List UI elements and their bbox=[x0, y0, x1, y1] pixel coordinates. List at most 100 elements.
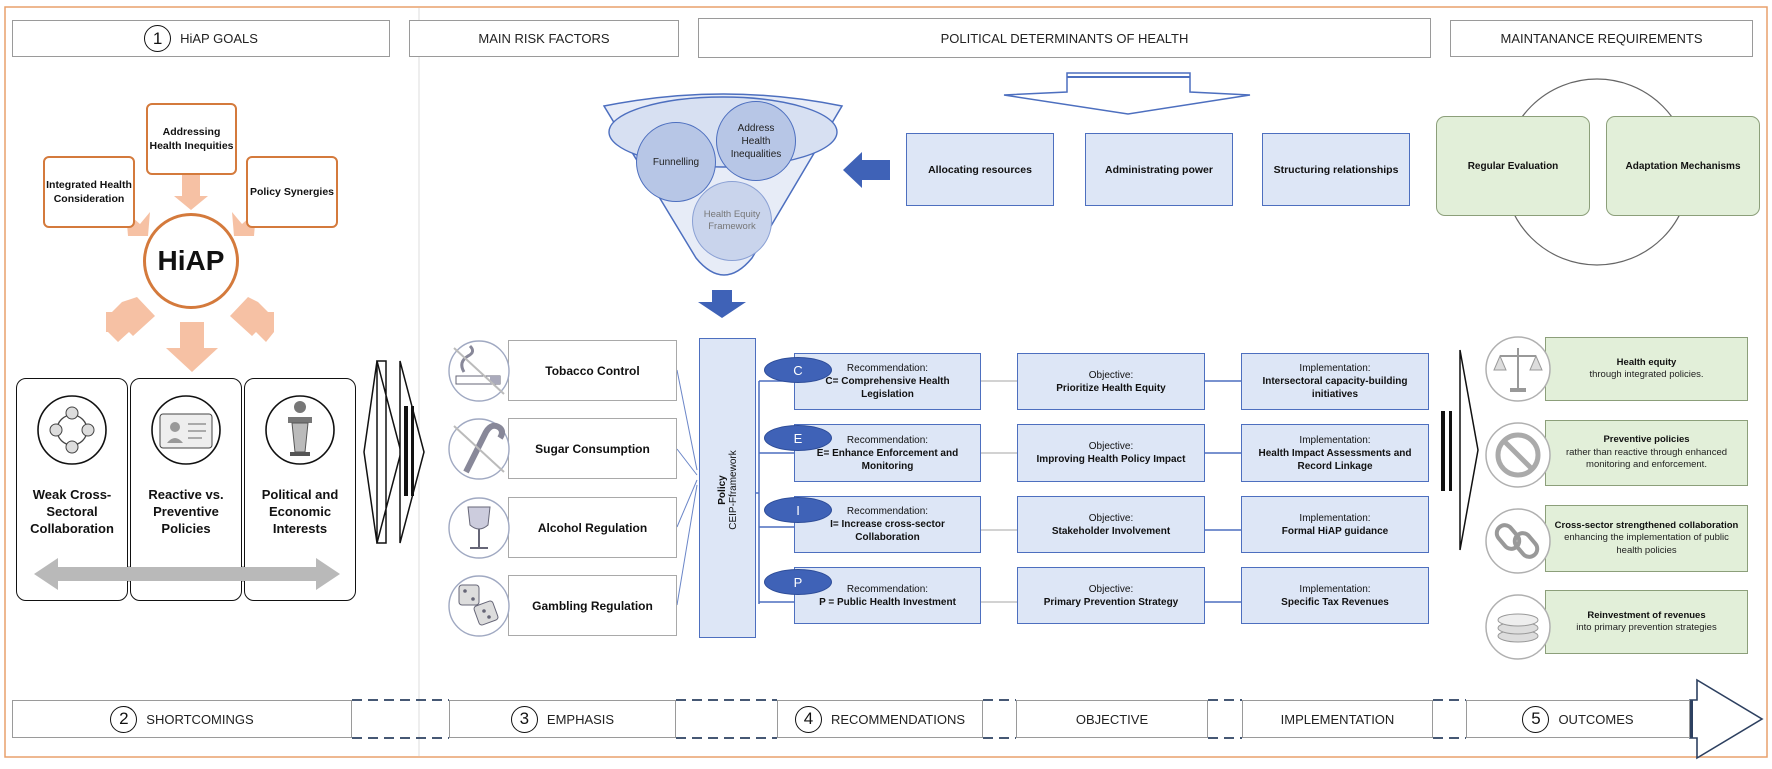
footer-recommendations: 4 RECOMMENDATIONS bbox=[777, 700, 983, 738]
policy-subtitle: CEIP-Fframework bbox=[728, 450, 739, 530]
pdh-structuring-relationships: Structuring relationships bbox=[1262, 133, 1410, 206]
outcome-title: Reinvestment of revenues bbox=[1587, 609, 1706, 621]
imp-label: Implementation: bbox=[1299, 434, 1371, 446]
footer-label: SHORTCOMINGS bbox=[146, 711, 254, 727]
shortcoming-reactive-policies: Reactive vs. Preventive Policies bbox=[130, 378, 242, 601]
footer-implementation: IMPLEMENTATION bbox=[1242, 700, 1433, 738]
outcome-health-equity: Health equity through integrated policie… bbox=[1545, 337, 1748, 401]
footer-label: RECOMMENDATIONS bbox=[830, 711, 966, 727]
outcome-text: through integrated policies. bbox=[1589, 369, 1704, 380]
policy-title: Policy bbox=[717, 475, 728, 505]
policy-framework-bar: Policy CEIP-Fframework bbox=[699, 338, 756, 638]
letter-badge-c: C bbox=[764, 357, 832, 383]
big-arrow-right-down-icon bbox=[230, 297, 274, 342]
outcome-text: enhancing the implementation of public h… bbox=[1564, 532, 1729, 556]
objective-i: Objective: Stakeholder Involvement bbox=[1017, 496, 1205, 553]
imp-label: Implementation: bbox=[1299, 583, 1371, 595]
arrow-down-icon bbox=[174, 174, 208, 210]
funnel-circle-health-equity: Health Equity Framework bbox=[692, 181, 772, 261]
candy-cane-icon bbox=[448, 418, 510, 480]
obj-value: Improving Health Policy Impact bbox=[1036, 454, 1186, 465]
block-arrow-down-icon bbox=[1003, 72, 1251, 115]
footer-arrow-icon bbox=[1689, 678, 1764, 760]
obj-label: Objective: bbox=[1088, 441, 1134, 452]
obj-label: Objective: bbox=[1088, 583, 1134, 595]
outer-frame bbox=[4, 6, 1768, 758]
policy-label: Policy CEIP-Fframework bbox=[717, 340, 739, 640]
obj-value: Stakeholder Involvement bbox=[1051, 525, 1171, 537]
footer-emphasis: 3 EMPHASIS bbox=[449, 700, 676, 738]
outcome-title: Cross-sector strengthened collaboration bbox=[1554, 519, 1739, 531]
footer-shortcomings: 2 SHORTCOMINGS bbox=[12, 700, 352, 738]
maintenance-adaptation-mechanisms: Adaptation Mechanisms bbox=[1606, 116, 1760, 216]
footer-outcomes: 5 OUTCOMES bbox=[1466, 700, 1690, 738]
objective-p: Objective: Primary Prevention Strategy bbox=[1017, 567, 1205, 624]
step-number: 1 bbox=[144, 25, 172, 52]
header-label: HiAP GOALS bbox=[180, 31, 258, 46]
footer-label: EMPHASIS bbox=[546, 711, 615, 727]
pdh-left-arrow-icon bbox=[843, 152, 890, 188]
implementation-c: Implementation: Intersectoral capacity-b… bbox=[1241, 353, 1429, 410]
rec-label: Recommendation: bbox=[846, 583, 929, 595]
goal-addressing-health-inequities: Addressing Health Inequities bbox=[146, 103, 237, 175]
risk-sugar: Sugar Consumption bbox=[508, 418, 677, 479]
goal-integrated-health: Integrated Health Consideration bbox=[43, 156, 135, 228]
obj-label: Objective: bbox=[1088, 369, 1134, 381]
outcome-text: into primary prevention strategies bbox=[1576, 622, 1717, 633]
outcome-cross-sector: Cross-sector strengthened collaboration … bbox=[1545, 505, 1748, 572]
pdh-allocating-resources: Allocating resources bbox=[906, 133, 1054, 206]
outcome-title: Preventive policies bbox=[1603, 434, 1690, 446]
letter-badge-i: I bbox=[764, 497, 832, 523]
obj-value: Primary Prevention Strategy bbox=[1043, 596, 1179, 608]
outcome-text: rather than reactive through enhanced mo… bbox=[1565, 446, 1728, 471]
maintenance-regular-evaluation: Regular Evaluation bbox=[1436, 116, 1590, 216]
recommendation-c: Recommendation: C= Comprehensive Health … bbox=[794, 353, 981, 410]
footer-objective: OBJECTIVE bbox=[1016, 700, 1208, 738]
dice-icon bbox=[448, 575, 510, 637]
header-maintenance: MAINTANANCE REQUIREMENTS bbox=[1450, 20, 1753, 57]
imp-value: Specific Tax Revenues bbox=[1281, 596, 1389, 608]
header-label: POLITICAL DETERMINANTS OF HEALTH bbox=[940, 30, 1189, 46]
implementation-i: Implementation: Formal HiAP guidance bbox=[1241, 496, 1429, 553]
shortcoming-weak-collaboration: Weak Cross-Sectoral Collaboration bbox=[16, 378, 128, 601]
rec-label: Recommendation: bbox=[846, 434, 929, 446]
chain-link-icon bbox=[1485, 508, 1551, 574]
footer-label: OUTCOMES bbox=[1558, 711, 1634, 727]
big-arrow-left-down-icon bbox=[106, 297, 155, 342]
step-number: 4 bbox=[794, 705, 822, 733]
obj-value: Prioritize Health Equity bbox=[1056, 382, 1166, 394]
footer-label: IMPLEMENTATION bbox=[1280, 711, 1395, 727]
risk-alcohol: Alcohol Regulation bbox=[508, 497, 677, 558]
outcome-icons bbox=[1485, 336, 1551, 660]
cigarette-icon bbox=[448, 340, 510, 402]
pdh-administrating-power: Administrating power bbox=[1085, 133, 1233, 206]
scales-icon bbox=[1485, 336, 1551, 402]
step-number: 2 bbox=[110, 705, 138, 733]
outcome-reinvestment: Reinvestment of revenues into primary pr… bbox=[1545, 590, 1748, 654]
rec-value: C= Comprehensive Health Legislation bbox=[825, 376, 950, 400]
obj-label: Objective: bbox=[1088, 512, 1134, 524]
funnel-circle-address-inequalities: Address Health Inequalities bbox=[716, 101, 796, 181]
goal-policy-synergies: Policy Synergies bbox=[246, 156, 338, 228]
header-hiap-goals: 1 HiAP GOALS bbox=[12, 20, 390, 57]
funnel-down-arrow-icon bbox=[698, 290, 746, 318]
prohibited-icon bbox=[1485, 422, 1551, 488]
recommendation-i: Recommendation: I= Increase cross-sector… bbox=[794, 496, 981, 553]
risk-tobacco: Tobacco Control bbox=[508, 340, 677, 401]
imp-value: Intersectoral capacity-building initiati… bbox=[1262, 376, 1408, 400]
step-number: 3 bbox=[510, 705, 538, 733]
imp-label: Implementation: bbox=[1299, 363, 1371, 374]
implementation-e: Implementation: Health Impact Assessment… bbox=[1241, 424, 1429, 482]
header-label: MAIN RISK FACTORS bbox=[478, 31, 610, 46]
rec-label: Recommendation: bbox=[846, 506, 929, 517]
header-political-determinants: POLITICAL DETERMINANTS OF HEALTH bbox=[698, 18, 1431, 58]
outcome-preventive-policies: Preventive policies rather than reactive… bbox=[1545, 420, 1748, 486]
outcome-title: Health equity bbox=[1616, 356, 1677, 368]
risk-icons bbox=[448, 340, 510, 637]
header-main-risk-factors: MAIN RISK FACTORS bbox=[409, 20, 679, 57]
letter-badge-e: E bbox=[764, 425, 832, 451]
rec-label: Recommendation: bbox=[846, 363, 929, 374]
rec-value: P = Public Health Investment bbox=[819, 596, 956, 608]
objective-e: Objective: Improving Health Policy Impac… bbox=[1017, 424, 1205, 482]
shortcoming-political-interests: Political and Economic Interests bbox=[244, 378, 356, 601]
